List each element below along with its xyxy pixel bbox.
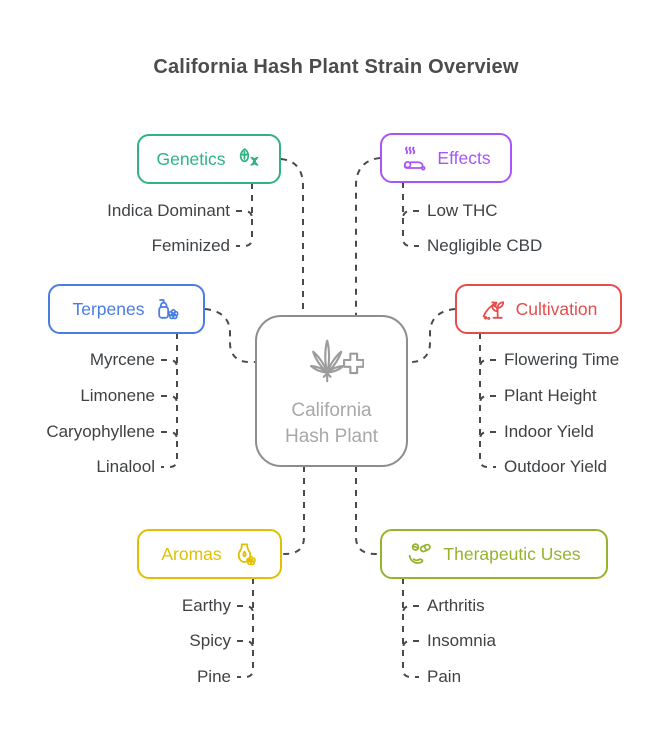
connector-center-aromas xyxy=(279,466,305,555)
oil-burner-flower-icon xyxy=(231,541,258,568)
leaf-genetics-0: Indica Dominant xyxy=(107,201,230,220)
node-aromas-label: Aromas xyxy=(161,543,222,564)
leaf-therapeutic-0: Arthritis xyxy=(427,596,485,615)
center-node-label: California Hash Plant xyxy=(285,400,378,447)
connector-cultivation-stub xyxy=(479,395,496,405)
node-terpenes-label: Terpenes xyxy=(72,298,145,319)
node-effects-label: Effects xyxy=(437,147,491,168)
node-genetics: Genetics xyxy=(137,134,281,184)
connector-genetics-trunk xyxy=(236,183,253,247)
leaf-therapeutic-2: Pain xyxy=(427,667,462,686)
leaf-therapeutic-1: Insomnia xyxy=(427,631,496,650)
node-therapeutic-uses: Therapeutic Uses xyxy=(380,529,608,579)
connector-center-therapeutic xyxy=(355,466,382,555)
connector-center-genetics xyxy=(280,158,304,316)
center-node: California Hash Plant xyxy=(255,315,408,467)
page-title: California Hash Plant Strain Overview xyxy=(153,56,519,78)
spray-bottle-flower-icon xyxy=(154,296,181,323)
leaf-aromas-2: Pine xyxy=(196,667,231,686)
connector-genetics-stub xyxy=(236,210,253,220)
connector-cultivation-stub xyxy=(479,431,496,441)
connector-terpenes-stub xyxy=(161,359,178,369)
connector-terpenes-trunk xyxy=(161,333,178,468)
leaf-cultivation-0: Flowering Time xyxy=(504,350,620,369)
leaf-terpenes-3: Linalool xyxy=(96,457,155,476)
connector-cultivation-trunk xyxy=(479,333,496,468)
cannabis-leaf-medical-icon xyxy=(300,332,364,393)
leaf-cultivation-1: Plant Height xyxy=(504,386,597,405)
leaf-cultivation-2: Indoor Yield xyxy=(504,422,594,441)
connector-effects-stub xyxy=(402,210,419,220)
connector-therapeutic-trunk xyxy=(402,578,419,678)
hand-pills-icon xyxy=(407,541,434,568)
node-effects: Effects xyxy=(380,133,512,183)
connector-cultivation-stub xyxy=(479,359,496,369)
connector-therapeutic-stub xyxy=(402,640,419,650)
node-terpenes: Terpenes xyxy=(48,284,205,334)
connector-center-effects xyxy=(355,157,381,316)
connector-effects-trunk xyxy=(402,182,419,247)
connector-therapeutic-stub xyxy=(402,605,419,615)
connector-center-cultivation xyxy=(406,308,456,363)
leaf-terpenes-0: Myrcene xyxy=(89,350,155,369)
relaxation-steam-icon xyxy=(401,145,428,172)
connector-aromas-stub xyxy=(237,640,254,650)
leaf-terpenes-2: Caryophyllene xyxy=(46,422,155,441)
connector-aromas-stub xyxy=(237,605,254,615)
connector-aromas-trunk xyxy=(237,578,254,678)
leaf-aromas-1: Spicy xyxy=(189,631,231,650)
node-cultivation-label: Cultivation xyxy=(515,298,598,319)
leaf-genetics-1: Feminized xyxy=(151,236,230,255)
leaf-aromas-0: Earthy xyxy=(181,596,231,615)
node-genetics-label: Genetics xyxy=(156,148,226,169)
leaf-terpenes-1: Limonene xyxy=(80,386,155,405)
node-therapeutic-uses-label: Therapeutic Uses xyxy=(443,543,581,564)
seed-dna-icon xyxy=(235,146,262,173)
leaf-cultivation-3: Outdoor Yield xyxy=(504,457,608,476)
plant-growth-arrow-icon xyxy=(480,296,507,323)
node-aromas: Aromas xyxy=(137,529,282,579)
leaf-effects-1: Negligible CBD xyxy=(427,236,543,255)
node-cultivation: Cultivation xyxy=(455,284,622,334)
connector-center-terpenes xyxy=(204,308,257,363)
connector-terpenes-stub xyxy=(161,431,178,441)
connector-terpenes-stub xyxy=(161,395,178,405)
leaf-effects-0: Low THC xyxy=(427,201,498,220)
